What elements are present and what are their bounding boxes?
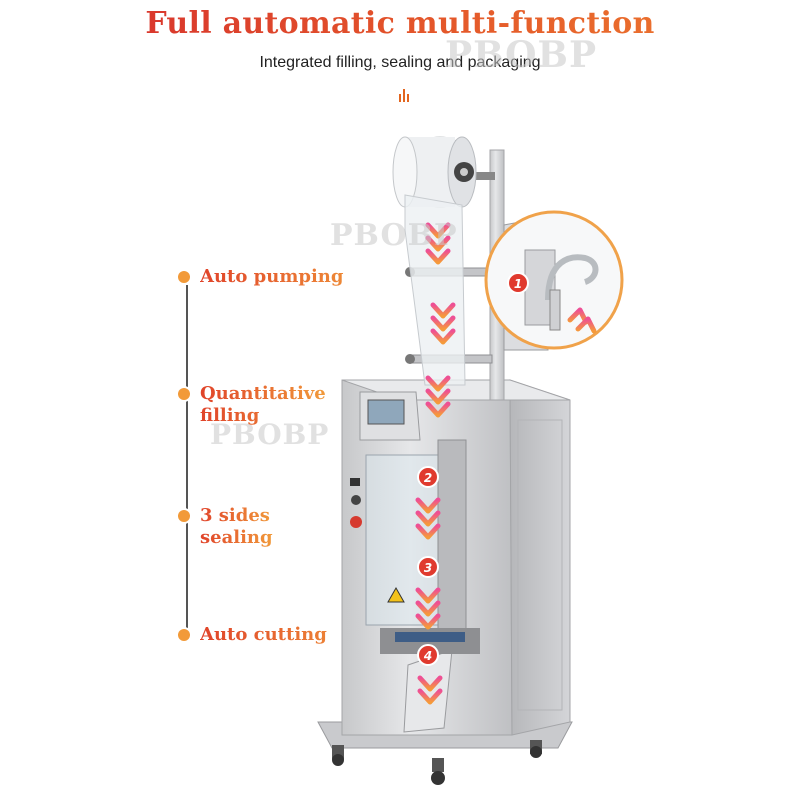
flow-arrow — [415, 587, 441, 604]
step-badges: 1 2 3 4 — [417, 272, 529, 666]
timeline-line — [186, 285, 188, 630]
step-number-1: 1 — [514, 277, 522, 291]
divider-mark — [398, 88, 410, 102]
step-number-2: 2 — [424, 471, 432, 485]
watermark: PBOBP — [210, 418, 330, 451]
flow-arrow — [425, 222, 451, 239]
film-roll — [392, 136, 495, 208]
watermark: PBOBP — [445, 34, 598, 76]
watermark: PBOBP — [330, 218, 458, 253]
flow-arrow — [425, 248, 451, 265]
flow-arrow — [567, 307, 589, 325]
flow-arrow — [575, 316, 597, 334]
flow-arrow — [417, 688, 443, 705]
flow-arrow — [415, 523, 441, 540]
bullet-dot — [178, 629, 190, 641]
flow-arrow — [415, 613, 441, 630]
step-number-3: 3 — [424, 561, 432, 575]
step-badge-2 — [417, 466, 439, 488]
pump-detail-circle — [484, 210, 624, 350]
flow-arrow — [415, 510, 441, 527]
feature-label: Auto cutting — [200, 624, 380, 646]
flow-arrow — [430, 315, 456, 332]
flow-arrow — [425, 388, 451, 405]
feature-label: 3 sides sealing — [200, 505, 273, 548]
bullet-dot — [178, 510, 190, 522]
bullet-dot — [178, 388, 190, 400]
feature-label: Quantitative filling — [200, 383, 326, 426]
step-badge-3 — [417, 556, 439, 578]
flow-arrow — [430, 302, 456, 319]
feature-label: Auto pumping — [200, 266, 380, 288]
step-number-4: 4 — [423, 649, 432, 663]
control-panel — [350, 391, 421, 528]
flow-arrow — [430, 328, 456, 345]
step-badge-1 — [507, 272, 529, 294]
step-badge-4 — [417, 644, 439, 666]
page-subtitle: Integrated filling, sealing and packagin… — [259, 54, 541, 71]
flow-arrows — [415, 222, 597, 705]
page-title: Full automatic multi-function — [0, 6, 800, 41]
flow-arrow — [417, 675, 443, 692]
bullet-dot — [178, 271, 190, 283]
warning-sign — [387, 586, 405, 603]
flow-arrow — [425, 401, 451, 418]
flow-arrow — [425, 235, 451, 252]
flow-arrow — [415, 600, 441, 617]
flow-arrow — [415, 497, 441, 514]
flow-arrow — [425, 375, 451, 392]
